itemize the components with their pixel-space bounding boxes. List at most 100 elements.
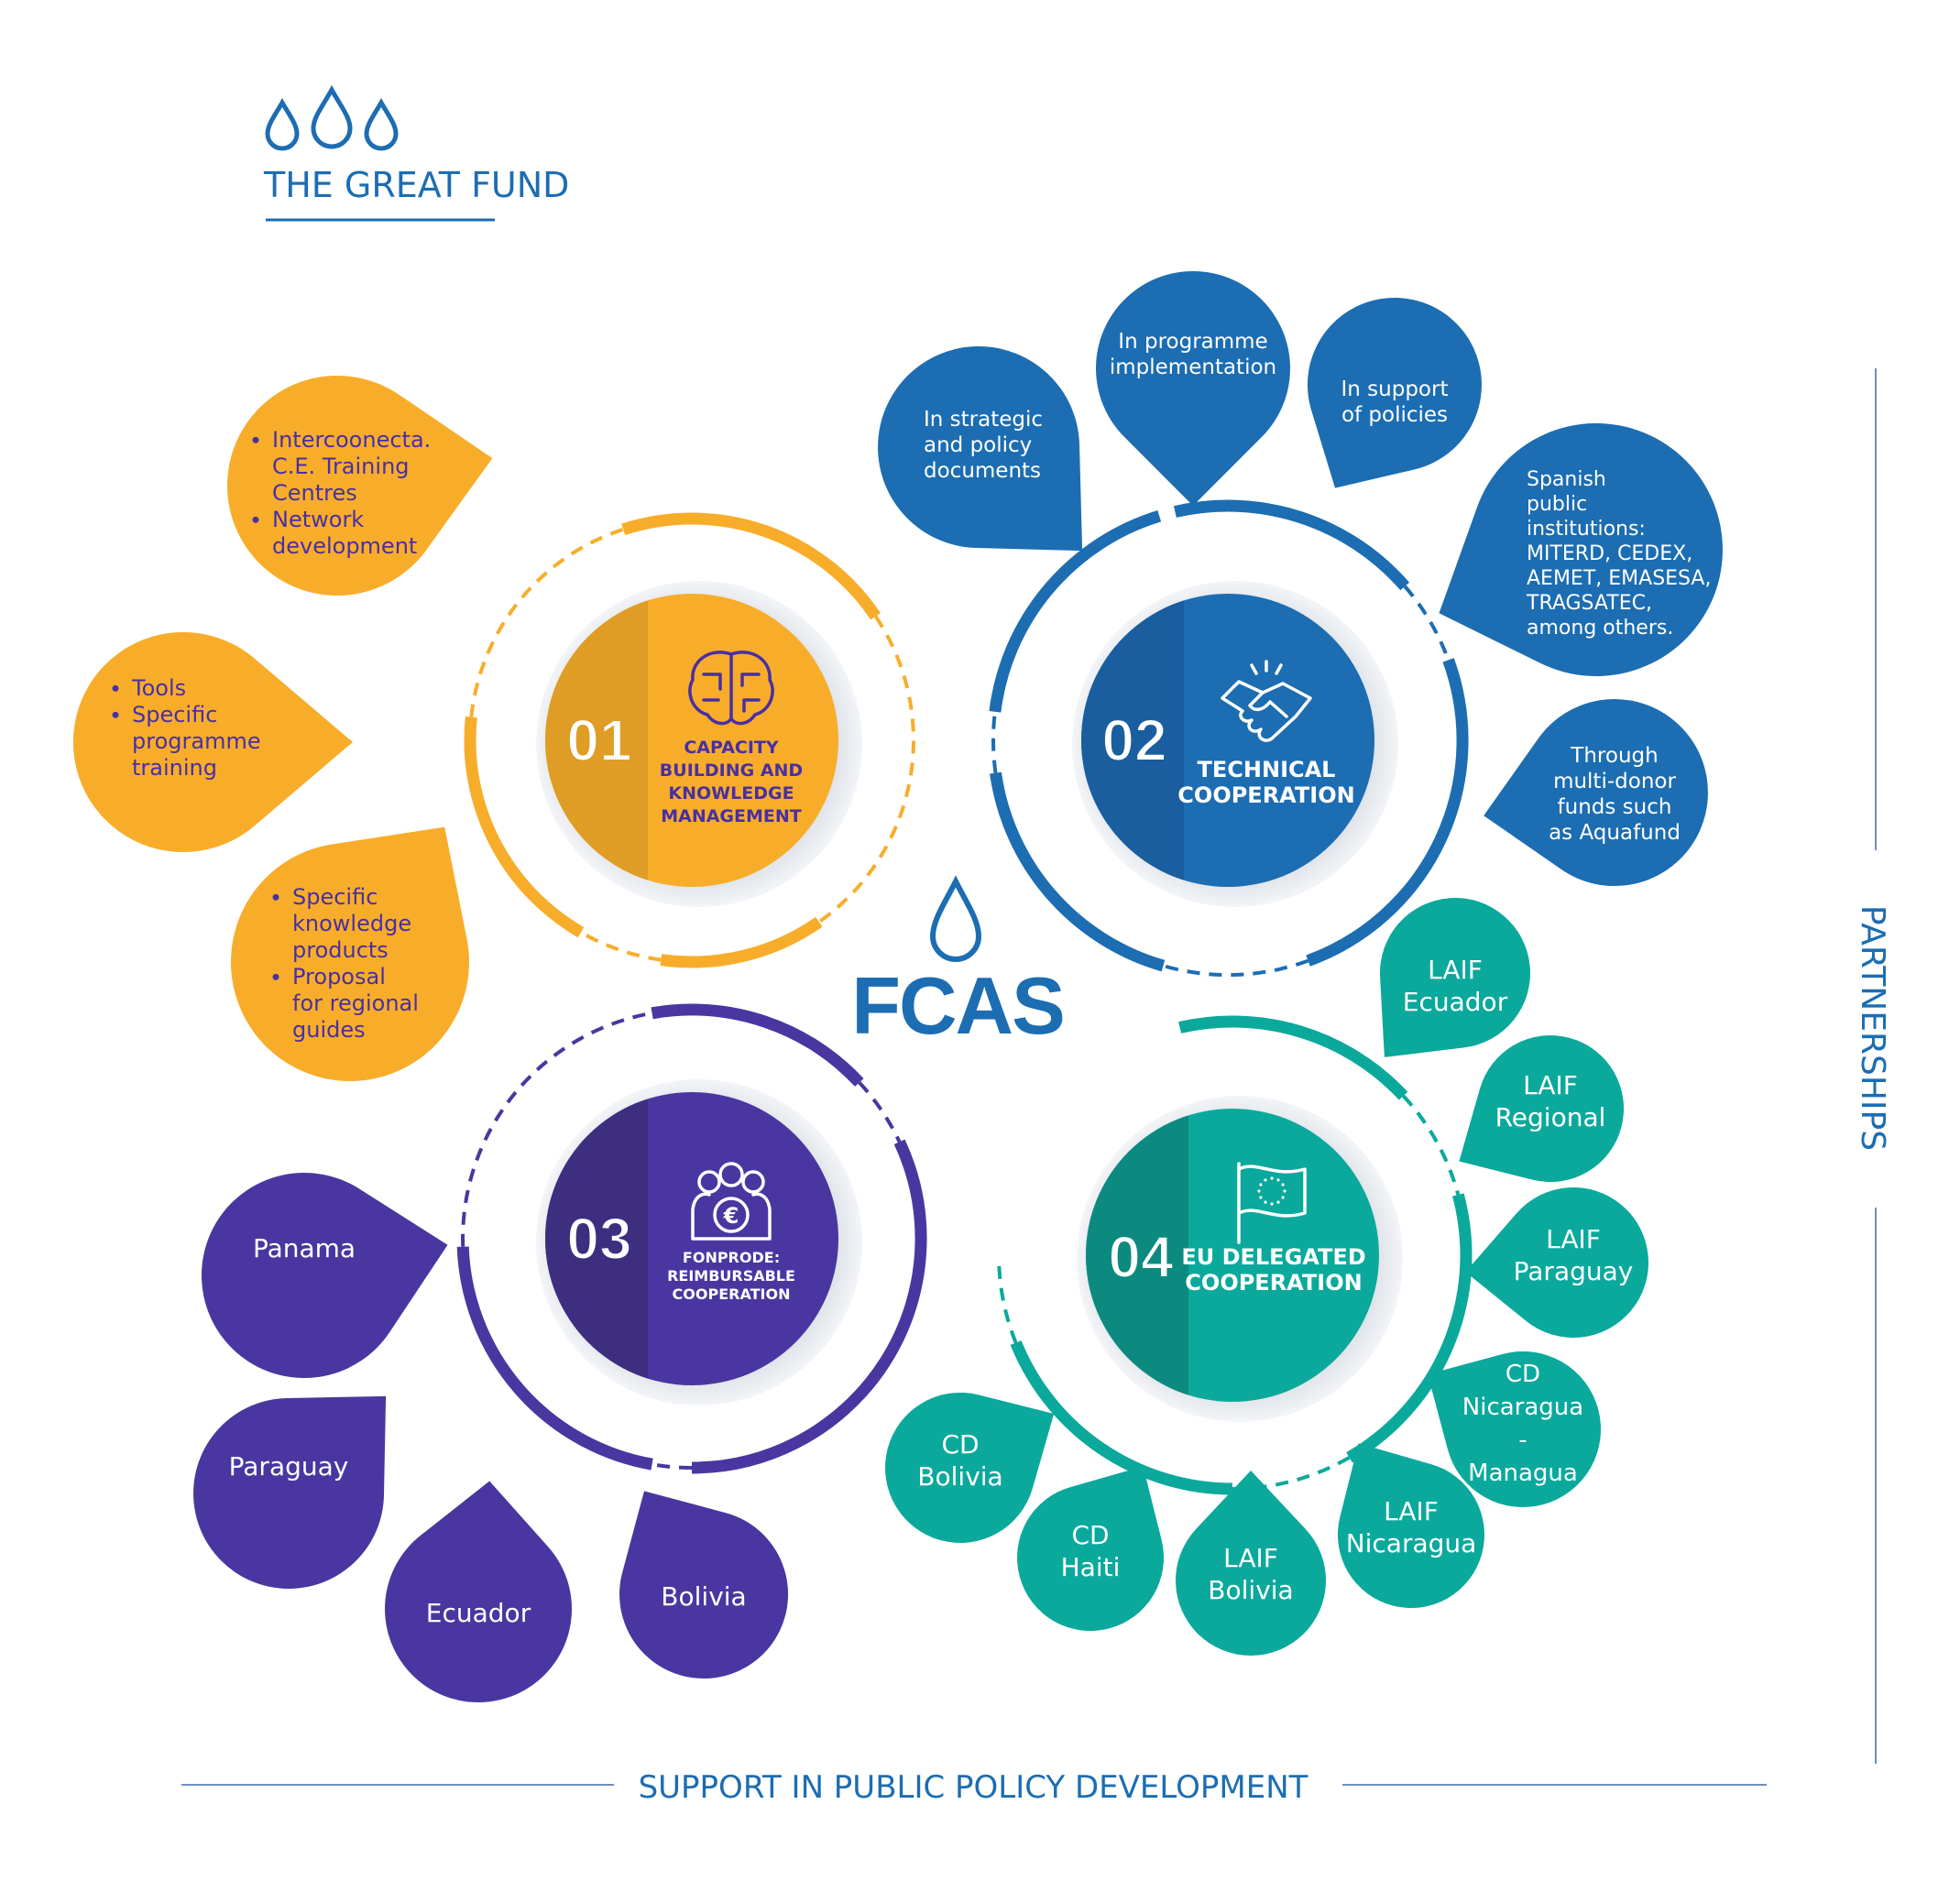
guides — [181, 368, 1877, 1786]
ring-dashed-arc — [469, 527, 624, 717]
petal-line: Intercoonecta. — [272, 427, 431, 453]
ring-dashed-arc — [1162, 958, 1309, 978]
petal-shape — [193, 1395, 387, 1589]
pillar-01-ring — [464, 512, 915, 968]
petal-shape — [1379, 897, 1530, 1057]
petal-line: Ecuador — [426, 1598, 531, 1628]
pillar-title-line: CAPACITY — [684, 738, 779, 758]
pillar-number: 03 — [566, 1206, 631, 1272]
petal-shape — [201, 1172, 448, 1378]
petal-line: Network — [272, 507, 364, 532]
petal-line: Specific — [292, 884, 378, 910]
pillar-title-line: EU DELEGATED — [1181, 1244, 1365, 1270]
svg-text:€: € — [723, 1203, 739, 1229]
ring-arc — [1178, 1015, 1408, 1100]
petal-line: LAIF — [1546, 1224, 1601, 1254]
petal-line: public — [1527, 493, 1587, 516]
petal-line: Regional — [1495, 1102, 1606, 1132]
ring-dashed-arc — [997, 1263, 1018, 1344]
ring-dashed-arc — [858, 1081, 902, 1143]
petal-shape — [1439, 422, 1723, 676]
petal-line: Bolivia — [661, 1581, 746, 1612]
bullet-icon — [112, 684, 119, 692]
petal-line: Specific — [132, 702, 217, 727]
petal-line: TRAGSATEC, — [1526, 592, 1652, 615]
rings-layer — [456, 499, 1473, 1495]
petal-line: Paraguay — [1514, 1256, 1634, 1286]
petal-line: development — [272, 533, 417, 559]
petal-01-1: Intercoonecta.C.E. TrainingCentresNetwor… — [226, 376, 493, 596]
petal-line: as Aquafund — [1549, 821, 1681, 845]
petal-line: CD — [1071, 1520, 1109, 1550]
petal-line: Bolivia — [1208, 1575, 1293, 1605]
petal-line: CD — [941, 1429, 979, 1460]
petal-shape — [230, 826, 469, 1081]
pillar-title-line: REIMBURSABLE — [667, 1267, 795, 1285]
bullet-icon — [272, 973, 279, 980]
ring-arc — [1346, 1193, 1473, 1463]
pillar-title-line: COOPERATION — [1185, 1270, 1362, 1296]
petal-line: Nicaragua — [1462, 1394, 1583, 1421]
ring-dashed-arc — [1403, 585, 1451, 662]
petal-line: Managua — [1468, 1460, 1578, 1487]
petal-line: among others. — [1527, 617, 1673, 640]
petal-line: documents — [924, 459, 1041, 483]
pillar-title-line: FONPRODE: — [683, 1249, 780, 1266]
bottom-label: SUPPORT IN PUBLIC POLICY DEVELOPMENT — [639, 1769, 1308, 1806]
pillar-number: 01 — [566, 707, 631, 773]
petal-line: LAIF — [1428, 955, 1483, 985]
petal-line: AEMET, EMASESA, — [1527, 567, 1711, 590]
petal-shape — [878, 346, 1083, 552]
petal-shape — [1176, 1471, 1326, 1656]
ring-dashed-arc — [580, 930, 662, 962]
petal-line: Tools — [131, 675, 186, 701]
petals-layer: Intercoonecta.C.E. TrainingCentresNetwor… — [72, 270, 1723, 1703]
ring-arc — [691, 1139, 927, 1474]
petal-line: In support — [1341, 377, 1449, 401]
bullet-icon — [252, 436, 259, 443]
ring-arc — [1010, 1340, 1233, 1495]
petal-line: implementation — [1110, 355, 1276, 379]
ring-arc — [1306, 658, 1469, 967]
ring-dashed-arc — [1402, 1094, 1461, 1196]
pillar-title-line: COOPERATION — [673, 1285, 791, 1303]
ring-arc — [464, 716, 585, 938]
pillar-03-ring — [456, 1003, 927, 1474]
ring-arc — [456, 1246, 653, 1471]
petal-shape — [72, 632, 353, 853]
ring-dashed-arc — [652, 1462, 693, 1470]
petal-line: In programme — [1118, 330, 1267, 354]
brain-icon — [688, 651, 774, 726]
ring-dashed-arc — [991, 711, 998, 773]
petal-shape — [1337, 1443, 1484, 1609]
petal-shape — [1428, 1351, 1602, 1507]
petal-line: MITERD, CEDEX, — [1527, 542, 1692, 565]
petal-shape — [1017, 1466, 1165, 1632]
ring-arc — [660, 916, 823, 968]
petal-line: Through — [1570, 744, 1658, 768]
petal-shape — [1096, 270, 1291, 506]
petal-line: Ecuador — [1403, 987, 1508, 1017]
pillar-02-ring — [989, 499, 1469, 978]
petal-line: LAIF — [1223, 1543, 1278, 1573]
center-drop-icon — [929, 875, 982, 962]
handshake-icon — [1221, 660, 1312, 742]
petal-line: LAIF — [1384, 1496, 1439, 1526]
page-title: THE GREAT FUND — [263, 165, 569, 205]
ring-arc — [989, 509, 1162, 713]
center-label: FCAS — [851, 960, 1064, 1051]
petal-line: CD — [1506, 1361, 1540, 1388]
pillar-title-line: COOPERATION — [1177, 782, 1354, 808]
petal-line: programme — [132, 728, 261, 754]
